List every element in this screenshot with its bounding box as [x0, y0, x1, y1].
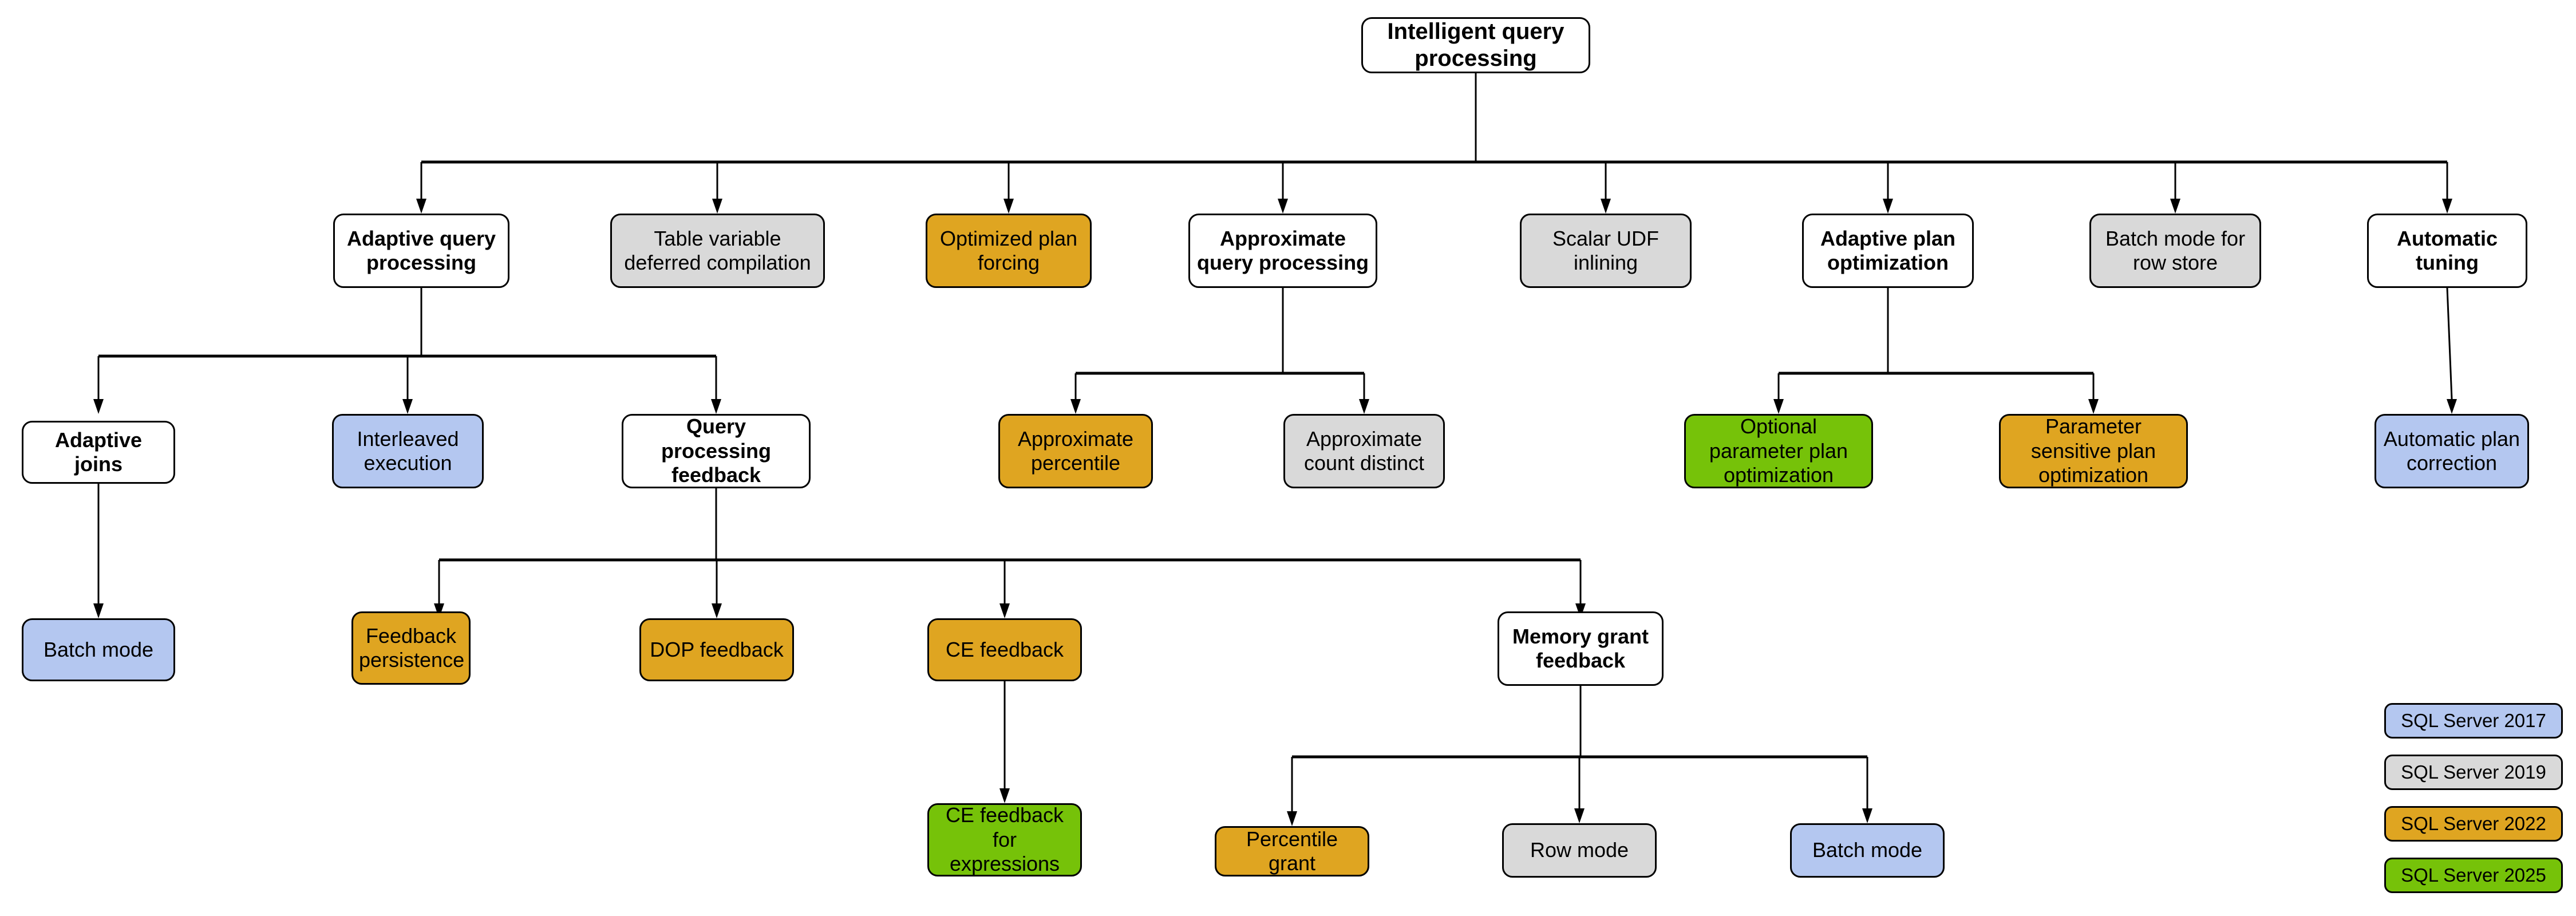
node-label: Automatic plan correction — [2383, 427, 2520, 475]
node-label: CE feedback for expressions — [945, 803, 1064, 876]
node-label: Approximate percentile — [1017, 427, 1134, 475]
node-pspo[interactable]: Parameter sensitive plan optimization — [1999, 414, 2188, 488]
legend-item-sql-server-2025: SQL Server 2025 — [2384, 858, 2563, 893]
node-label: CE feedback — [945, 637, 1064, 661]
node-label: Automatic tuning — [2396, 226, 2498, 274]
node-label: Adaptive plan optimization — [1820, 226, 1956, 274]
node-at[interactable]: Automatic tuning — [2367, 214, 2527, 288]
node-cef[interactable]: CE feedback — [927, 618, 1082, 681]
node-opf[interactable]: Optimized plan forcing — [926, 214, 1092, 288]
node-label: Scalar UDF inlining — [1552, 226, 1660, 274]
node-root[interactable]: Intelligent query processing — [1361, 17, 1590, 73]
node-label: Adaptive joins — [54, 428, 143, 476]
node-tvdc[interactable]: Table variable deferred compilation — [610, 214, 825, 288]
node-mgf[interactable]: Memory grant feedback — [1498, 611, 1664, 686]
node-apc[interactable]: Automatic plan correction — [2374, 414, 2529, 488]
node-label: DOP feedback — [650, 637, 784, 661]
node-apq[interactable]: Approximate query processing — [1188, 214, 1377, 288]
node-bmrs[interactable]: Batch mode for row store — [2089, 214, 2261, 288]
node-label: Batch mode for row store — [2105, 226, 2246, 274]
node-label: Table variable deferred compilation — [624, 226, 811, 274]
node-cefe[interactable]: CE feedback for expressions — [927, 803, 1082, 876]
node-label: Parameter sensitive plan optimization — [2030, 414, 2156, 487]
legend-label: SQL Server 2022 — [2401, 813, 2546, 834]
node-label: Percentile grant — [1246, 827, 1338, 875]
node-label: Row mode — [1530, 838, 1629, 862]
node-apo[interactable]: Adaptive plan optimization — [1802, 214, 1974, 288]
legend-item-sql-server-2019: SQL Server 2019 — [2384, 755, 2563, 790]
node-label: Approximate query processing — [1196, 226, 1369, 274]
node-label: Approximate count distinct — [1303, 427, 1425, 475]
node-udf[interactable]: Scalar UDF inlining — [1520, 214, 1692, 288]
node-acd[interactable]: Approximate count distinct — [1283, 414, 1445, 488]
node-label: Memory grant feedback — [1512, 624, 1649, 672]
node-label: Interleaved execution — [357, 427, 459, 475]
legend-label: SQL Server 2025 — [2401, 864, 2546, 886]
node-oppo[interactable]: Optional parameter plan optimization — [1684, 414, 1873, 488]
node-bm1[interactable]: Batch mode — [22, 618, 175, 681]
node-label: Adaptive query processing — [346, 226, 496, 274]
node-bm2[interactable]: Batch mode — [1790, 823, 1945, 878]
node-aj[interactable]: Adaptive joins — [22, 421, 175, 484]
node-label: Intelligent query processing — [1387, 18, 1564, 71]
node-pg[interactable]: Percentile grant — [1215, 826, 1369, 876]
node-label: Feedback persistence — [359, 623, 465, 672]
node-label: Optional parameter plan optimization — [1709, 414, 1848, 487]
node-ie[interactable]: Interleaved execution — [332, 414, 484, 488]
node-qpf[interactable]: Query processing feedback — [622, 414, 811, 488]
node-label: Batch mode — [1812, 838, 1923, 862]
legend-label: SQL Server 2019 — [2401, 761, 2546, 783]
node-fp[interactable]: Feedback persistence — [351, 611, 471, 685]
node-aqp[interactable]: Adaptive query processing — [333, 214, 509, 288]
node-ap[interactable]: Approximate percentile — [998, 414, 1153, 488]
node-label: Optimized plan forcing — [939, 226, 1078, 274]
legend-label: SQL Server 2017 — [2401, 710, 2546, 731]
node-rm[interactable]: Row mode — [1502, 823, 1657, 878]
legend-item-sql-server-2017: SQL Server 2017 — [2384, 703, 2563, 739]
node-label: Batch mode — [43, 637, 154, 661]
node-dop[interactable]: DOP feedback — [639, 618, 794, 681]
node-label: Query processing feedback — [661, 414, 772, 487]
legend-item-sql-server-2022: SQL Server 2022 — [2384, 806, 2563, 842]
